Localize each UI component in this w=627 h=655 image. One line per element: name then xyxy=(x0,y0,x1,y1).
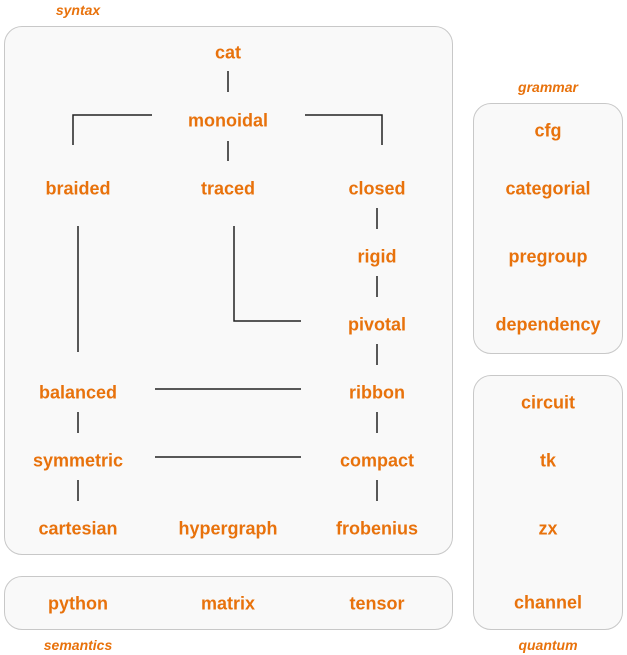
node-pregroup[interactable]: pregroup xyxy=(508,246,588,267)
edge-monoidal-braided xyxy=(72,114,152,145)
node-circuit[interactable]: circuit xyxy=(520,392,576,413)
grammar-title: grammar xyxy=(518,79,578,95)
node-monoidal[interactable]: monoidal xyxy=(188,110,268,131)
quantum-panel xyxy=(473,375,623,630)
edge-traced-pivotal xyxy=(233,226,301,322)
syntax-panel xyxy=(4,26,453,555)
node-tensor[interactable]: tensor xyxy=(349,593,405,614)
node-cat[interactable]: cat xyxy=(214,42,242,63)
node-closed[interactable]: closed xyxy=(348,178,406,199)
quantum-title: quantum xyxy=(518,637,578,653)
node-pivotal[interactable]: pivotal xyxy=(347,314,407,335)
node-compact[interactable]: compact xyxy=(339,450,415,471)
node-matrix[interactable]: matrix xyxy=(200,593,256,614)
node-rigid[interactable]: rigid xyxy=(357,246,397,267)
semantics-panel xyxy=(4,576,453,630)
grammar-panel xyxy=(473,103,623,354)
node-balanced[interactable]: balanced xyxy=(38,382,118,403)
node-zx[interactable]: zx xyxy=(538,518,558,539)
node-traced[interactable]: traced xyxy=(200,178,256,199)
node-channel[interactable]: channel xyxy=(513,592,583,613)
semantics-title: semantics xyxy=(43,637,113,653)
node-hypergraph[interactable]: hypergraph xyxy=(178,518,278,539)
node-cfg[interactable]: cfg xyxy=(534,120,562,141)
node-dependency[interactable]: dependency xyxy=(495,314,601,335)
node-python[interactable]: python xyxy=(48,593,108,614)
node-cartesian[interactable]: cartesian xyxy=(38,518,118,539)
edge-monoidal-closed xyxy=(305,114,383,145)
syntax-title: syntax xyxy=(55,2,101,18)
node-tk[interactable]: tk xyxy=(539,450,557,471)
node-categorial[interactable]: categorial xyxy=(505,178,591,199)
node-ribbon[interactable]: ribbon xyxy=(349,382,405,403)
node-braided[interactable]: braided xyxy=(45,178,111,199)
node-frobenius[interactable]: frobenius xyxy=(335,518,419,539)
node-symmetric[interactable]: symmetric xyxy=(32,450,124,471)
